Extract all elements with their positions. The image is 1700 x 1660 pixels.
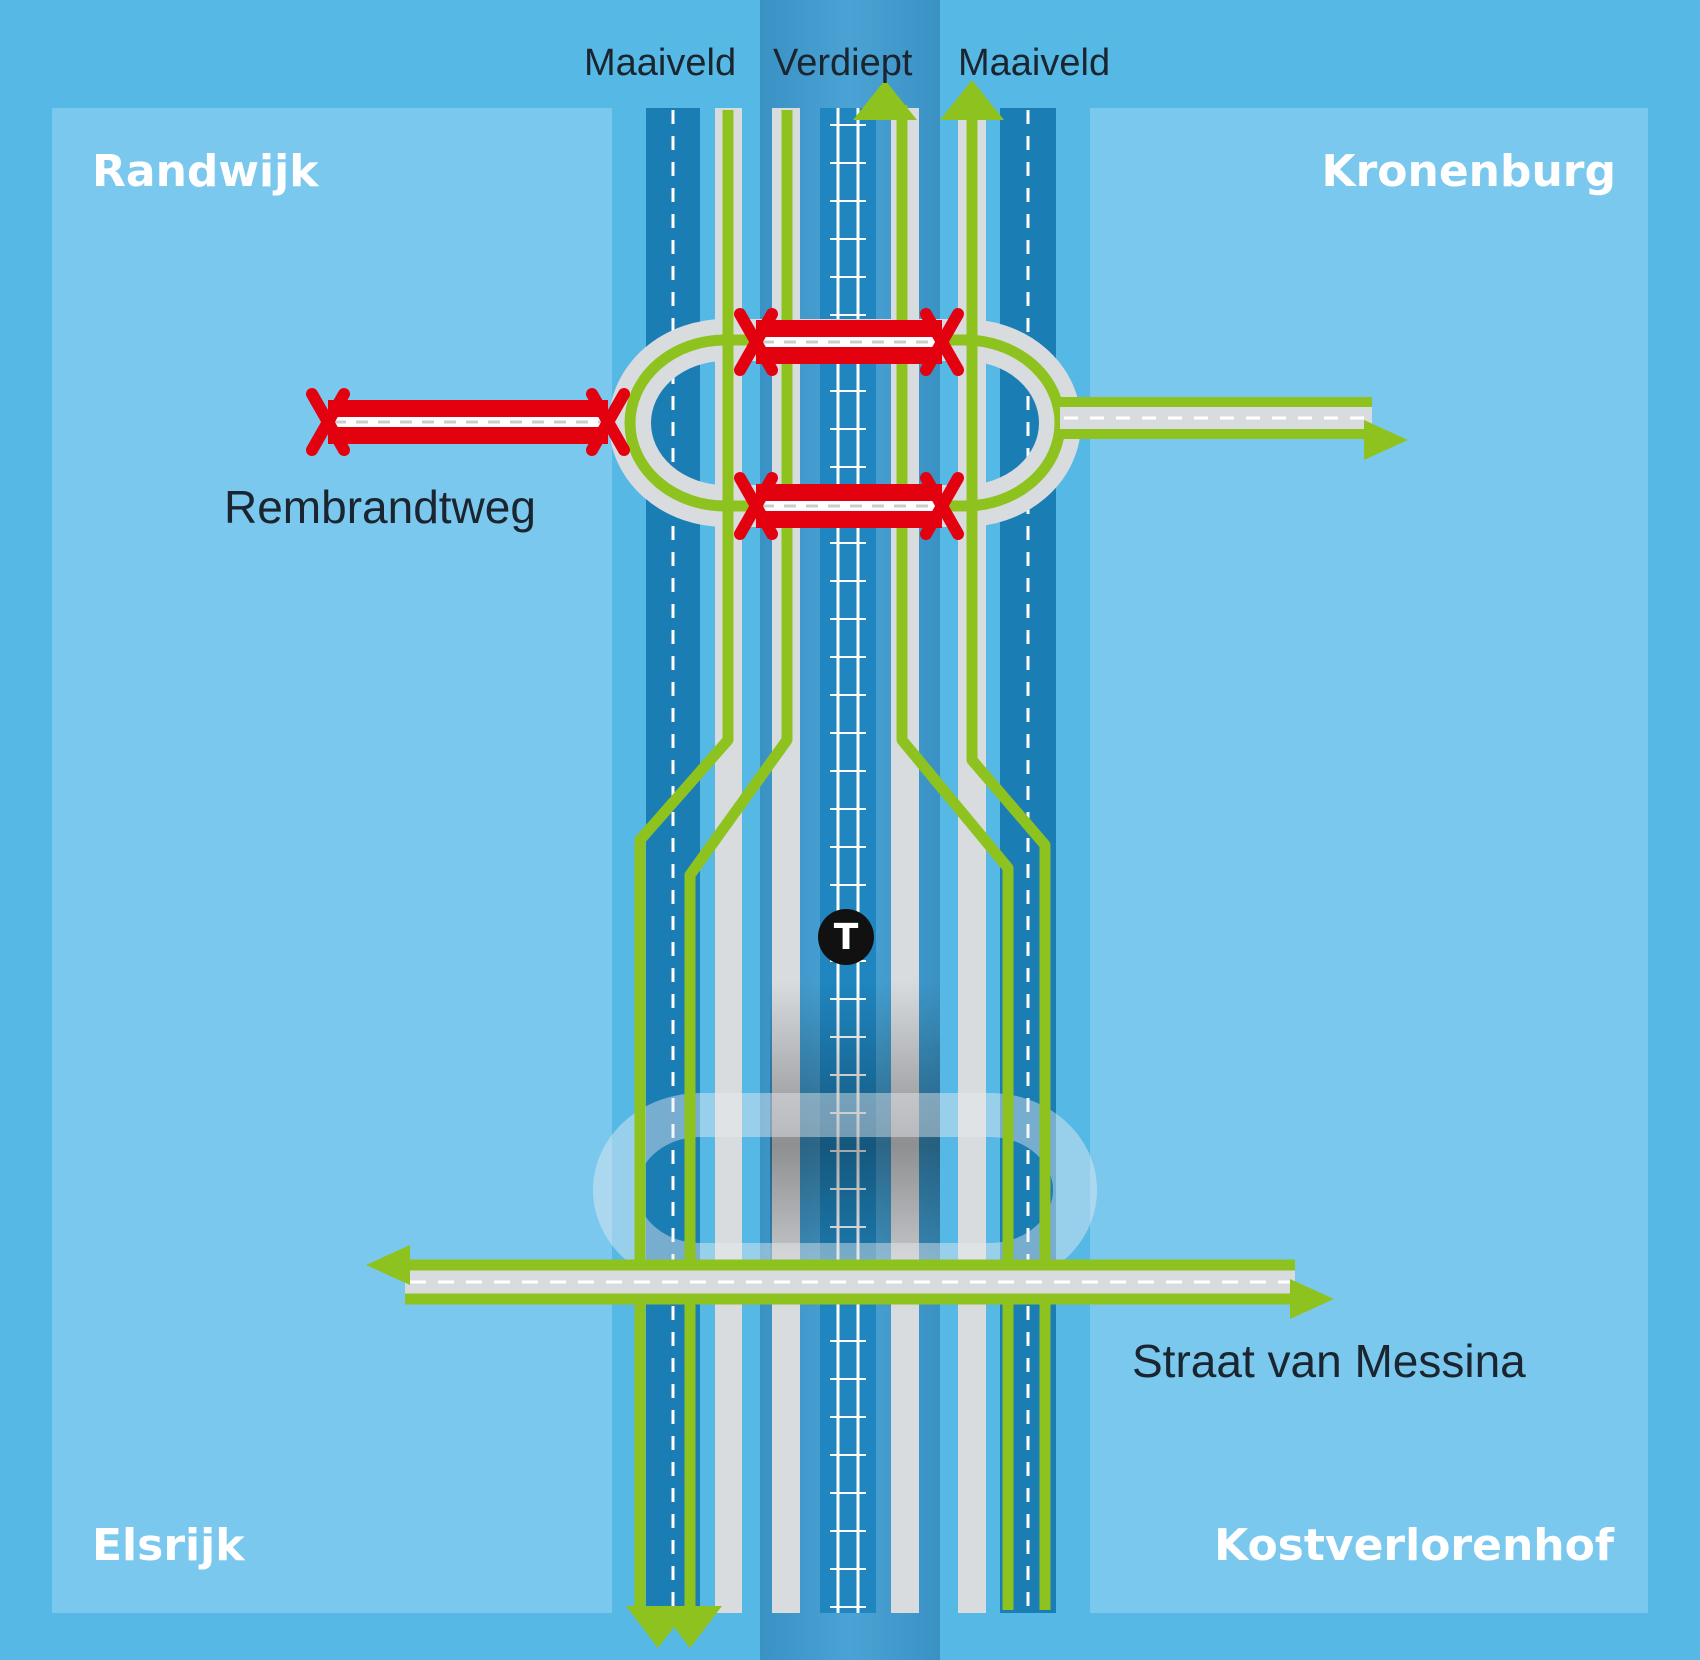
street-label-rembrandtweg: Rembrandtweg [224, 481, 536, 533]
closed-x-icon [586, 388, 630, 456]
green-routes [634, 105, 1051, 1610]
district-label-randwijk: Randwijk [92, 146, 319, 197]
closed-x-icon [306, 388, 350, 456]
closed-x-icon [920, 472, 964, 540]
closed-road-south-bridge [734, 472, 964, 540]
arrow-right-icon [1364, 420, 1408, 460]
arrow-up-icon [853, 80, 917, 120]
level-label-right: Maaiveld [958, 42, 1111, 84]
district-label-kostverlorenhof: Kostverlorenhof [1214, 1520, 1614, 1571]
closed-x-icon [734, 308, 778, 376]
arrow-up-icon [940, 80, 1004, 120]
east-connector-road [1060, 397, 1408, 460]
closed-x-icon [920, 308, 964, 376]
closed-road-north-bridge [734, 308, 964, 376]
arrow-heads [626, 80, 1004, 1648]
tram-stop-icon: T [818, 909, 874, 965]
street-label-straat-van-messina: Straat van Messina [1132, 1335, 1526, 1387]
tunnel-shade [770, 980, 940, 1310]
closed-road-west-connector [306, 388, 630, 456]
district-label-kronenburg: Kronenburg [1321, 146, 1616, 197]
level-label-left: Maaiveld [584, 42, 737, 84]
level-label-center: Verdiept [773, 42, 913, 84]
arrow-right-icon [1290, 1279, 1334, 1319]
district-area-east [1090, 108, 1648, 1613]
closed-routes [306, 308, 964, 540]
closed-x-icon [734, 472, 778, 540]
straat-van-messina-road [366, 1245, 1334, 1319]
arrow-left-icon [366, 1245, 410, 1285]
arrow-down-icon [658, 1606, 722, 1648]
district-area-west [52, 108, 612, 1613]
north-roundabout-green [624, 334, 1066, 512]
district-label-elsrijk: Elsrijk [92, 1520, 245, 1571]
